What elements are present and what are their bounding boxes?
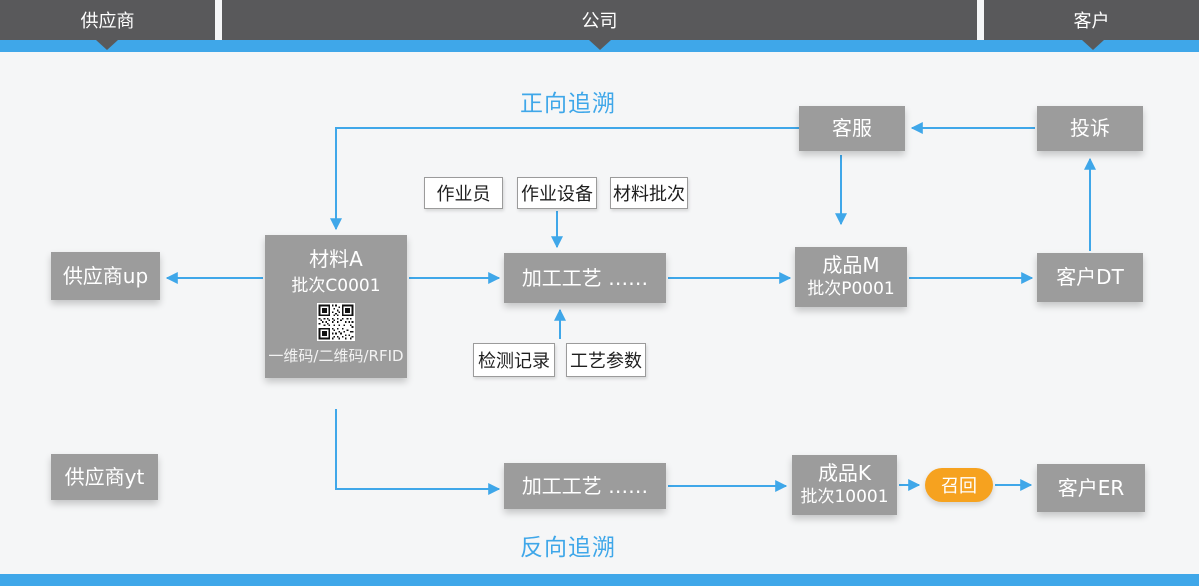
bottom-accent-bar xyxy=(0,574,1199,586)
arrow-material-to-process-bottom xyxy=(335,409,501,495)
forward-trace-title: 正向追溯 xyxy=(520,91,616,117)
tag-inspection-record: 检测记录 xyxy=(473,343,555,377)
node-supplier-yt: 供应商yt xyxy=(51,454,158,500)
lane-label-customer: 客户 xyxy=(1073,11,1110,32)
product-m-name: 成品M xyxy=(822,253,880,278)
material-a-batch: 批次C0001 xyxy=(291,276,381,296)
material-a-name: 材料A xyxy=(309,247,363,271)
tag-process-params: 工艺参数 xyxy=(566,343,646,377)
product-m-batch: 批次P0001 xyxy=(807,279,895,300)
lane-header-customer: 客户 xyxy=(984,0,1199,40)
tag-material-batch: 材料批次 xyxy=(610,177,688,209)
lane-label-supplier: 供应商 xyxy=(80,11,135,32)
backward-trace-title: 反向追溯 xyxy=(520,535,616,561)
header-pointer-company xyxy=(589,40,611,50)
header-pointer-supplier xyxy=(96,40,118,50)
lane-label-company: 公司 xyxy=(581,11,618,32)
qr-code-icon xyxy=(317,303,355,342)
material-a-code-types: 一维码/二维码/RFID xyxy=(268,347,404,366)
tag-equipment: 作业设备 xyxy=(517,177,597,209)
recall-badge: 召回 xyxy=(925,468,993,502)
product-k-batch: 批次10001 xyxy=(800,487,889,508)
node-process-bottom: 加工工艺 …… xyxy=(504,463,666,509)
node-product-k: 成品K 批次10001 xyxy=(792,455,897,515)
node-process-top: 加工工艺 …… xyxy=(504,253,666,303)
product-k-name: 成品K xyxy=(817,461,872,486)
header-pointer-customer xyxy=(1082,40,1104,50)
lane-header-company: 公司 xyxy=(222,0,977,40)
node-customer-er: 客户ER xyxy=(1037,464,1145,512)
node-customer-service: 客服 xyxy=(799,106,905,151)
node-product-m: 成品M 批次P0001 xyxy=(795,247,907,307)
node-customer-dt: 客户DT xyxy=(1037,253,1143,302)
tag-operator: 作业员 xyxy=(424,177,503,209)
node-material-a: 材料A 批次C0001 一维码/二维码/RFID xyxy=(265,235,407,378)
lane-header-supplier: 供应商 xyxy=(0,0,215,40)
node-complaint: 投诉 xyxy=(1037,106,1143,151)
node-supplier-up: 供应商up xyxy=(51,252,160,300)
